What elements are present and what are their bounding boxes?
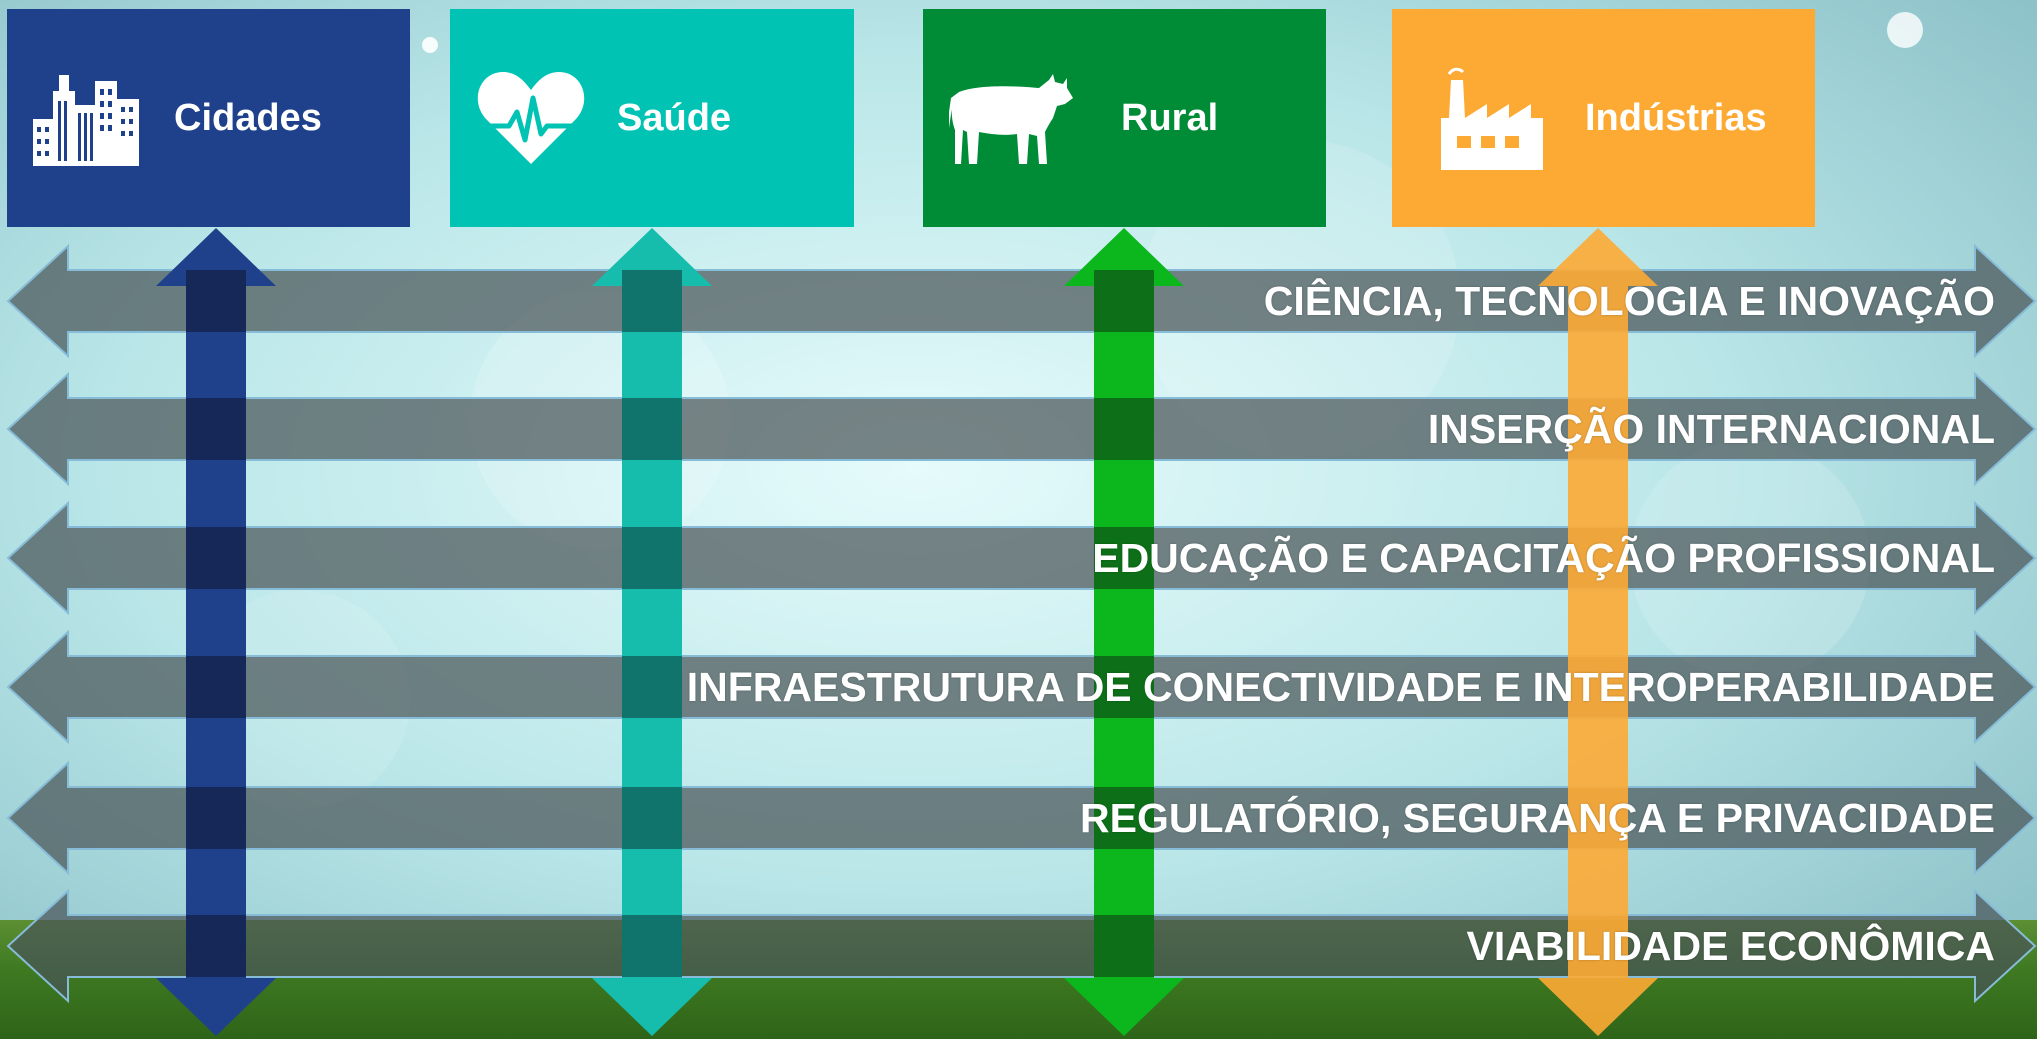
cow-icon [949,9,1075,227]
sparkle [1887,12,1923,48]
band-crossing [1094,915,1154,977]
band-crossing [186,527,246,589]
band-crossing [1094,527,1154,589]
band-crossing [622,527,682,589]
vertical-label-saude: Saúde [617,96,732,139]
band-crossing [622,915,682,977]
band-label-regulatorio: REGULATÓRIO, SEGURANÇA E PRIVACIDADE [1080,795,1995,841]
band-label-ciencia: CIÊNCIA, TECNOLOGIA E INOVAÇÃO [1263,278,1995,324]
horizontal-bands [6,243,2037,1004]
horizontal-band-arrow [6,888,2037,1004]
band-crossing [622,787,682,849]
band-label-viabilidade: VIABILIDADE ECONÔMICA [1466,923,1995,969]
vertical-arrows [156,228,1658,1036]
vertical-header-cidades: Cidades [7,9,410,227]
city-buildings-icon [33,9,141,227]
heart-pulse-icon [475,9,587,227]
band-label-educacao: EDUCAÇÃO E CAPACITAÇÃO PROFISSIONAL [1092,535,1995,581]
band-crossing [1094,270,1154,332]
band-crossing [1094,656,1154,718]
factory-icon [1435,9,1547,227]
band-crossing [186,270,246,332]
vertical-header-saude: Saúde [450,9,854,227]
sparkle [422,37,438,53]
band-label-insercao: INSERÇÃO INTERNACIONAL [1427,406,1995,452]
horizontal-band-arrow [6,243,2037,359]
horizontal-band-arrow [6,500,2037,616]
band-label-infraestrutura: INFRAESTRUTURA DE CONECTIVIDADE E INTERO… [686,664,1995,710]
band-crossing [622,270,682,332]
vertical-arrow-saude [592,228,712,1036]
vertical-arrow-industrias [1538,228,1658,1036]
band-crossing [622,398,682,460]
vertical-label-rural: Rural [1121,96,1219,139]
vertical-arrow-cidades [156,228,276,1036]
band-crossing [622,656,682,718]
vertical-arrow-shape [1538,228,1658,1036]
band-crossing [1094,398,1154,460]
band-crossing [1094,787,1154,849]
band-crossing [186,787,246,849]
band-crossing [186,915,246,977]
horizontal-band-arrow [6,371,2037,487]
vertical-header-industrias: Indústrias [1392,9,1815,227]
vertical-label-industrias: Indústrias [1585,96,1767,139]
band-crossing [186,656,246,718]
horizontal-band-arrow [6,629,2037,745]
horizontal-band-arrow [6,760,2037,876]
vertical-header-rural: Rural [923,9,1326,227]
vertical-arrow-rural [1064,228,1184,1036]
vertical-label-cidades: Cidades [174,96,322,139]
band-crossing [186,398,246,460]
